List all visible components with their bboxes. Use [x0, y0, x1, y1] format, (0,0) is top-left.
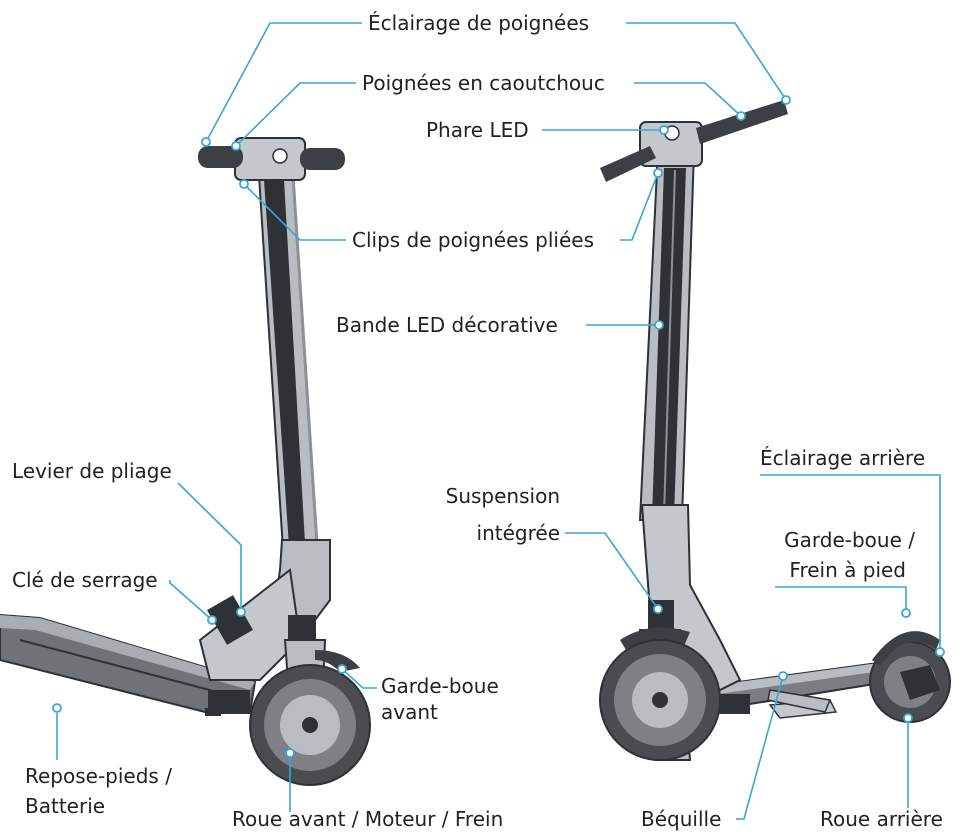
dot-kickstand [778, 671, 788, 681]
leader-suspension [565, 532, 659, 610]
labels: Éclairage de poignées Poignées en caoutc… [12, 11, 943, 831]
left-front-wheel [249, 664, 371, 786]
dot-led-strip [654, 320, 664, 330]
dot-rear-light [935, 647, 945, 657]
leader-handle-lighting-right [626, 22, 787, 101]
dot-grip-clips-right [653, 168, 663, 178]
label-rear-wheel: Roue arrière [820, 807, 943, 831]
leader-rear-mudguard [775, 586, 907, 609]
label-footrest-line2: Batterie [25, 794, 105, 818]
label-rubber-grips: Poignées en caoutchouc [362, 71, 605, 95]
dot-rubber-grips-left [231, 141, 241, 151]
right-handlebar [600, 100, 788, 182]
dot-headlight [659, 125, 669, 135]
leader-rear-light [760, 474, 941, 652]
dot-clamp-key [207, 615, 217, 625]
dot-handle-lighting-left [201, 137, 211, 147]
label-handle-lighting: Éclairage de poignées [368, 11, 589, 35]
dot-rear-mudguard [901, 608, 911, 618]
left-scooter [0, 137, 371, 786]
leader-folding-lever [177, 482, 242, 612]
right-stem [638, 149, 696, 521]
label-footrest-line1: Repose-pieds / [25, 764, 172, 788]
label-rear-mudguard-line2: Frein à pied [789, 558, 906, 582]
leader-clamp-key [169, 580, 213, 621]
leader-handle-lighting-left [205, 22, 362, 143]
label-rear-mudguard-line1: Garde-boue / [784, 528, 915, 552]
dot-folding-lever [236, 607, 246, 617]
dot-footrest [52, 703, 62, 713]
leader-rubber-grips-left [235, 82, 356, 147]
label-led-strip: Bande LED décorative [336, 313, 558, 337]
leader-rubber-grips-right [634, 82, 742, 117]
dot-suspension [653, 604, 663, 614]
dot-rubber-grips-right [736, 111, 746, 121]
label-folded-grip-clips: Clips de poignées pliées [352, 228, 594, 252]
dot-handle-lighting-right [781, 95, 791, 105]
left-stem [256, 159, 320, 567]
label-kickstand: Béquille [641, 807, 721, 831]
label-front-mudguard-line1: Garde-boue [381, 674, 499, 698]
left-deck [0, 613, 257, 716]
right-scooter [599, 100, 951, 761]
dot-front-mudguard [337, 664, 347, 674]
label-suspension-line2: intégrée [477, 521, 560, 545]
label-suspension-line1: Suspension [446, 484, 560, 508]
callout-dots [52, 95, 945, 758]
leader-lines [56, 22, 941, 820]
label-front-mudguard-line2: avant [381, 700, 438, 724]
label-clamp-key: Clé de serrage [12, 568, 158, 592]
dot-rear-wheel [903, 713, 913, 723]
leader-front-mudguard [341, 668, 377, 689]
dot-grip-clips-left [239, 179, 249, 189]
right-rear-wheel [869, 631, 951, 723]
label-front-wheel: Roue avant / Moteur / Frein [232, 807, 503, 831]
label-headlight: Phare LED [426, 118, 529, 142]
label-rear-light: Éclairage arrière [760, 446, 925, 470]
leader-kickstand [736, 675, 784, 820]
leader-grip-clips-left [243, 183, 346, 241]
dot-front-wheel [285, 748, 295, 758]
right-kickstand [767, 689, 832, 713]
label-folding-lever: Levier de pliage [12, 459, 172, 483]
leader-grip-clips-right [620, 172, 659, 241]
right-front-wheel [599, 639, 721, 761]
left-handlebar [198, 137, 345, 181]
